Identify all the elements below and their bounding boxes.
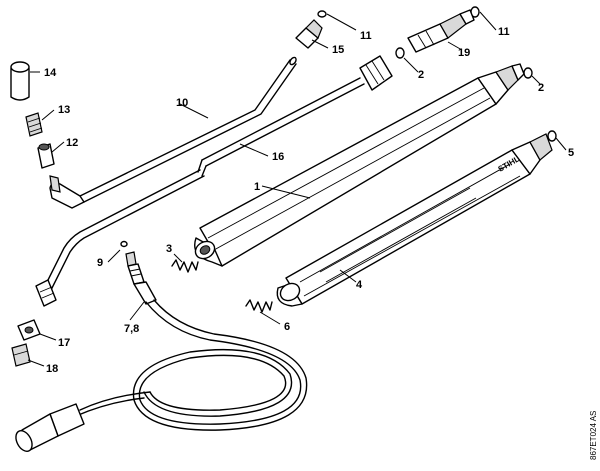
part-5-o-ring	[547, 130, 557, 142]
part-6-spring	[245, 299, 273, 313]
part-9-o-ring	[120, 240, 128, 248]
part-4-housing: STIHL	[276, 133, 553, 307]
callout-10: 10	[176, 97, 188, 109]
callout-15: 15	[332, 44, 344, 56]
callout-5: 5	[568, 147, 574, 159]
callout-19: 19	[458, 47, 470, 59]
part-3-spring	[171, 259, 199, 273]
callout-12: 12	[66, 137, 78, 149]
callout-6: 6	[284, 321, 290, 333]
callout-11-a: 11	[360, 30, 372, 42]
callout-3: 3	[166, 243, 172, 255]
part-16-straight-lance	[35, 55, 393, 307]
part-13-insert	[25, 112, 43, 137]
part-2-o-ring-b	[523, 67, 533, 79]
callout-16: 16	[272, 151, 284, 163]
part-14-cap	[10, 61, 30, 101]
callout-1: 1	[254, 181, 260, 193]
part-19-quick-coupling	[407, 9, 475, 53]
leader-lines	[27, 11, 567, 367]
callout-11-b: 11	[498, 26, 510, 38]
callout-18: 18	[46, 363, 58, 375]
part-15-nozzle	[295, 19, 323, 49]
callout-9: 9	[97, 257, 103, 269]
callout-labels: 11 15 11 19 2 2 14 10 13 12 16 1 5 3 9 4…	[44, 26, 574, 375]
callout-14: 14	[44, 67, 57, 79]
part-7-8-hose	[15, 251, 308, 452]
callout-4: 4	[356, 279, 363, 291]
part-11-o-ring-a	[317, 10, 327, 18]
part-12-nozzle-insert	[37, 143, 55, 169]
part-2-o-ring-a	[395, 47, 405, 59]
drawing-reference-code: 867ET024 AS	[589, 411, 598, 460]
callout-17: 17	[58, 337, 70, 349]
part-1-lance-tube	[194, 63, 525, 267]
callout-2-b: 2	[538, 82, 544, 94]
part-17-nut	[17, 319, 41, 341]
callout-7-8: 7,8	[124, 323, 139, 335]
part-18-nut	[11, 343, 31, 367]
callout-2-a: 2	[418, 69, 424, 81]
callout-13: 13	[58, 104, 70, 116]
part-10-bent-lance	[49, 56, 297, 209]
